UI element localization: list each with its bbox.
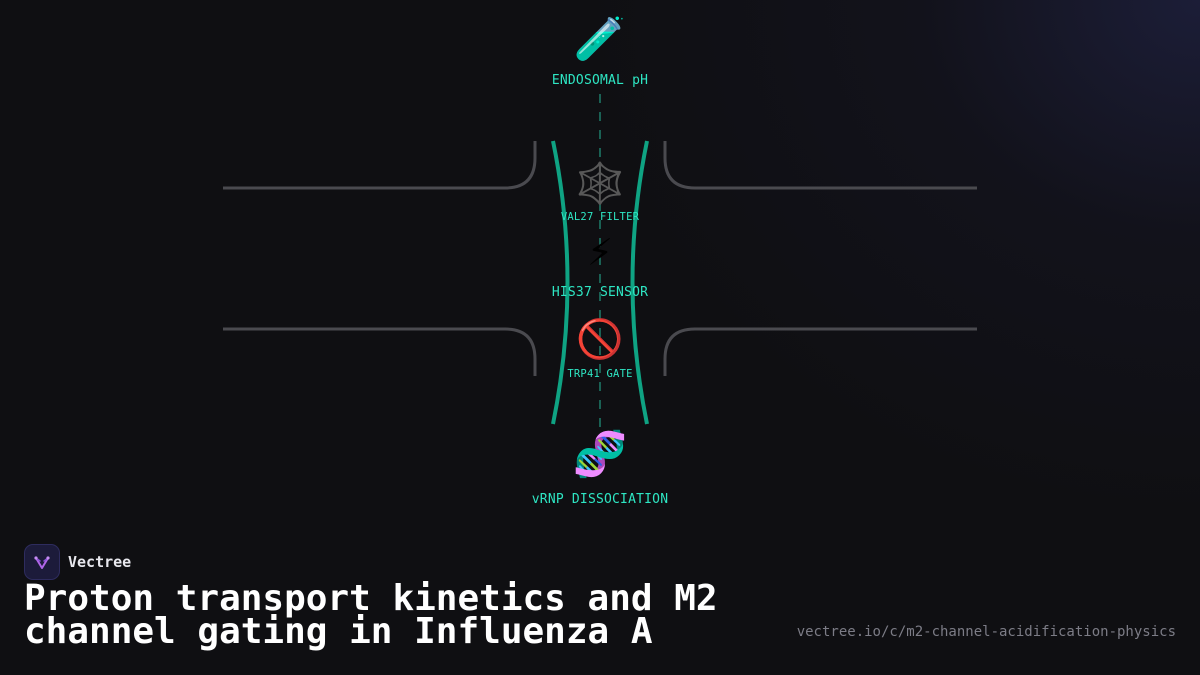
node-label-his37-sensor: HIS37 SENSOR (551, 285, 649, 300)
membrane-lower-left (223, 327, 537, 376)
membrane-lower-right (663, 327, 977, 376)
page-title: Proton transport kinetics and M2 channel… (24, 578, 718, 652)
vectree-logo-icon (24, 544, 60, 580)
membrane-upper-right (663, 141, 977, 190)
channel-wall-right (630, 140, 649, 425)
node-label-val27-filter: VAL27 FILTER (560, 211, 640, 223)
brand: Vectree (24, 544, 131, 580)
page-url[interactable]: vectree.io/c/m2-channel-acidification-ph… (796, 624, 1176, 640)
spider-web-icon: 🕸️ (575, 161, 625, 207)
test-tube-icon: 🧪 (573, 14, 627, 63)
node-label-endosomal-ph: ENDOSOMAL pH (551, 73, 649, 88)
dna-icon: 🧬 (572, 429, 628, 480)
prohibited-icon: 🚫 (576, 317, 624, 361)
node-label-vrnp-dissociation: vRNP DISSOCIATION (531, 492, 669, 507)
lightning-icon: ⚡ (587, 226, 613, 275)
node-label-trp41-gate: TRP41 GATE (567, 368, 633, 380)
channel-wall-left (551, 140, 570, 425)
brand-name: Vectree (68, 553, 132, 571)
membrane-upper-left (223, 141, 537, 190)
